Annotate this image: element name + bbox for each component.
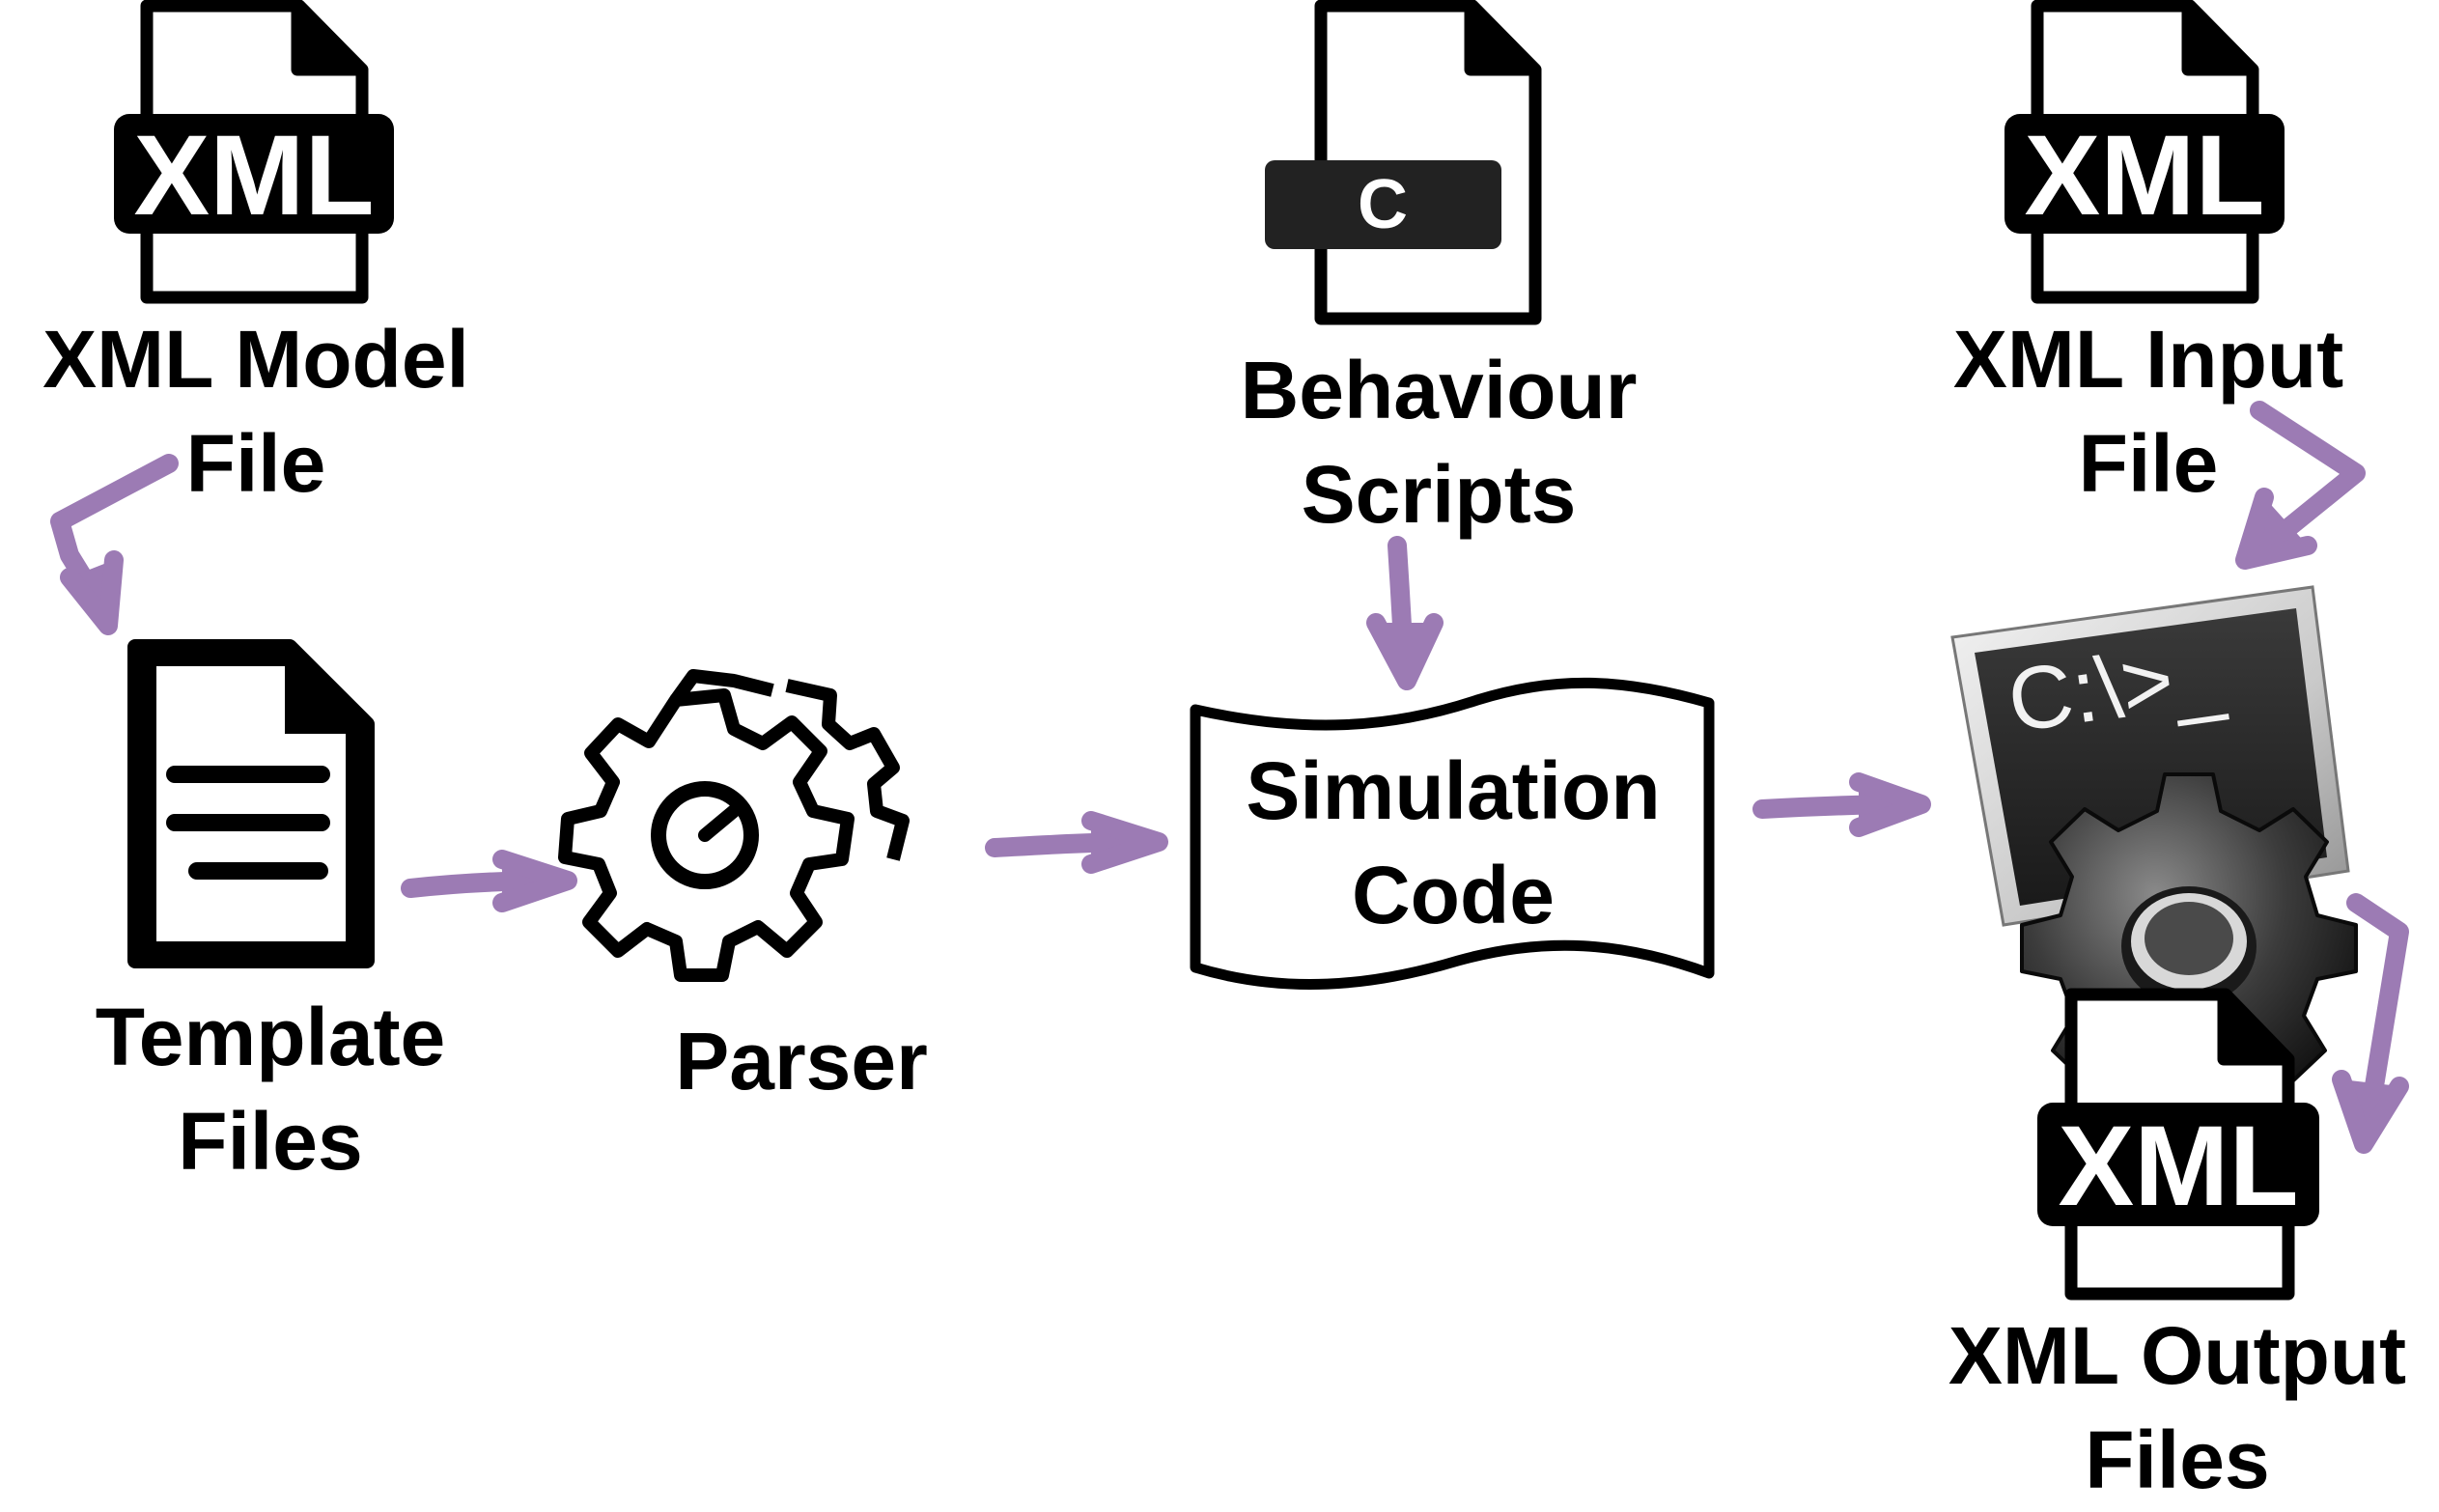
- arrowhead-parser-to-simulation: [1081, 811, 1168, 874]
- parser-label: Parser: [608, 1009, 995, 1113]
- xml-model-file-icon: XML: [114, 0, 394, 304]
- simulation-code-shape: [1190, 677, 1715, 990]
- template-files-label: Template Files: [43, 985, 497, 1193]
- arrowhead-simulation-to-executable: [1849, 772, 1931, 837]
- xml-output-files-label: XML Output Files: [1917, 1303, 2438, 1512]
- behaviour-scripts-label-line2: Scripts: [1301, 449, 1577, 540]
- arrowhead-scripts-to-simulation: [1366, 613, 1444, 690]
- arrow-executable-to-output: [2346, 893, 2409, 1149]
- xml-model-file-label: XML Model File: [14, 307, 497, 516]
- arrowhead-input-to-executable: [2235, 488, 2317, 570]
- arrowhead-template-to-parser: [492, 850, 577, 912]
- xml-model-file-label-line1: XML Model: [42, 314, 469, 405]
- parser-label-line1: Parser: [675, 1016, 928, 1106]
- xml-model-file-label-line2: File: [185, 418, 326, 509]
- xml-output-file-icon: XML: [2037, 988, 2319, 1301]
- c-badge: C: [1358, 166, 1408, 243]
- xml-output-files-label-line1: XML Output: [1948, 1310, 2407, 1401]
- xml-input-file-label-line2: File: [2078, 418, 2219, 509]
- xml-output-badge: XML: [2058, 1103, 2298, 1230]
- template-files-icon: [127, 639, 375, 968]
- template-files-label-line2: Files: [178, 1096, 363, 1187]
- xml-output-files-label-line2: Files: [2085, 1414, 2270, 1505]
- template-files-label-line1: Template: [95, 992, 446, 1082]
- simulation-code-label-line1: Simulation: [1246, 745, 1661, 836]
- xml-input-file-label-line1: XML Input: [1952, 314, 2344, 405]
- parser-gear-icon: [558, 669, 910, 982]
- simulation-code-label: Simulation Code: [1202, 739, 1704, 947]
- xml-model-badge: XML: [133, 112, 374, 239]
- c-file-icon: C: [1265, 0, 1542, 325]
- xml-input-file-icon: XML: [2004, 0, 2285, 304]
- behaviour-scripts-label: Behaviour Scripts: [1188, 338, 1690, 546]
- behaviour-scripts-label-line1: Behaviour: [1240, 345, 1638, 435]
- simulation-code-label-line2: Code: [1352, 850, 1555, 940]
- arrowhead-model-to-template: [60, 550, 124, 635]
- xml-input-badge: XML: [2024, 112, 2264, 239]
- xml-input-file-label: XML Input File: [1912, 307, 2385, 516]
- arrowhead-executable-to-output: [2332, 1070, 2409, 1154]
